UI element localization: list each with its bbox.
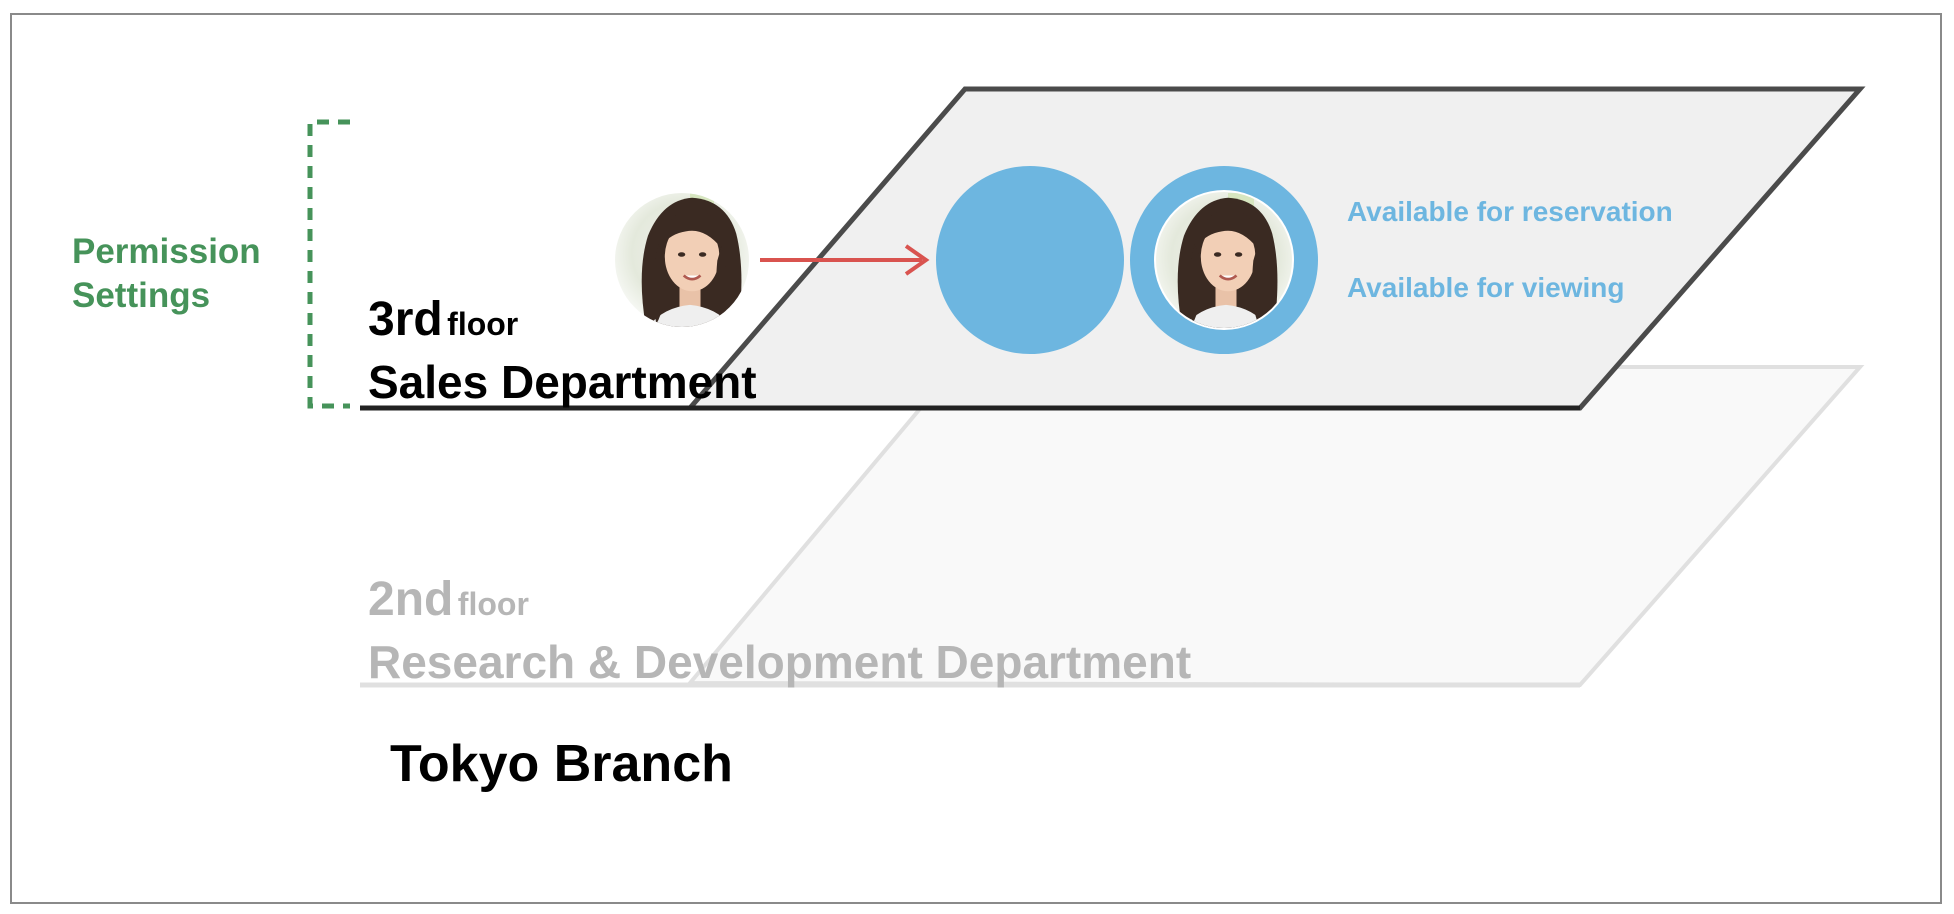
floor-label-2nd: 2nd floor Research & Development Departm… bbox=[368, 572, 1191, 689]
floor-number: 2nd bbox=[368, 573, 454, 626]
circle-icon bbox=[936, 166, 1124, 354]
user-avatar-ring-icon bbox=[1130, 166, 1318, 354]
floor-word: floor bbox=[457, 586, 529, 622]
permission-reservation-label: Available for reservation bbox=[1347, 196, 1673, 227]
permission-settings-line1: Permission bbox=[72, 232, 261, 271]
permission-viewing-label: Available for viewing bbox=[1347, 272, 1625, 303]
department-name: Research & Development Department bbox=[368, 636, 1192, 688]
floor-number: 3rd bbox=[368, 293, 443, 346]
arrow-right-icon bbox=[760, 244, 930, 276]
department-name: Sales Department bbox=[368, 356, 757, 408]
permission-bracket bbox=[307, 119, 350, 409]
permission-settings-label: Permission Settings bbox=[72, 230, 261, 318]
floor-word: floor bbox=[447, 306, 519, 342]
diagram-frame bbox=[10, 13, 1942, 904]
branch-label: Tokyo Branch bbox=[390, 735, 733, 793]
floor-label-3rd: 3rd floor Sales Department bbox=[368, 292, 757, 409]
permission-settings-line2: Settings bbox=[72, 276, 211, 315]
floor-plane-2nd bbox=[360, 365, 1865, 688]
